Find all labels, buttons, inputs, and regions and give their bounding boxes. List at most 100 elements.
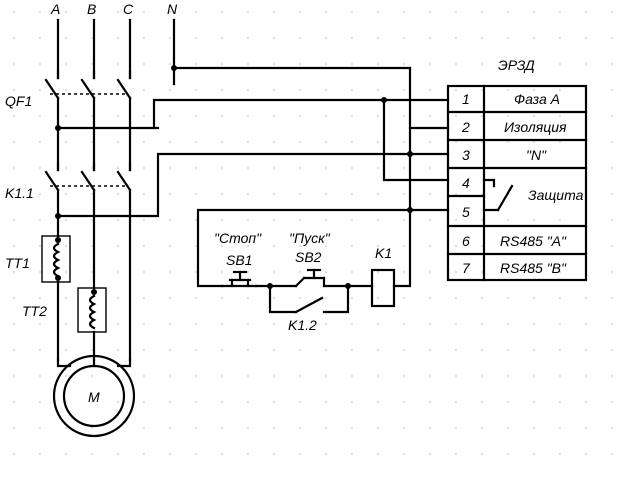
grid-dot	[169, 297, 171, 299]
grid-dot	[13, 219, 15, 221]
grid-dot	[377, 167, 379, 169]
grid-dot	[221, 219, 223, 221]
grid-dot	[377, 427, 379, 429]
grid-dot	[585, 63, 587, 65]
grid-dot	[533, 375, 535, 377]
grid-dot	[403, 401, 405, 403]
grid-dot	[91, 115, 93, 117]
grid-dot	[273, 453, 275, 455]
grid-dot	[13, 115, 15, 117]
grid-dot	[39, 89, 41, 91]
grid-dot	[117, 219, 119, 221]
grid-dot	[377, 297, 379, 299]
grid-dot	[507, 37, 509, 39]
grid-dot	[377, 115, 379, 117]
grid-dot	[143, 427, 145, 429]
grid-dot	[39, 323, 41, 325]
grid-dot	[195, 11, 197, 13]
grid-dot	[403, 323, 405, 325]
grid-dot	[91, 323, 93, 325]
grid-dot	[611, 349, 613, 351]
motor-label: M	[88, 389, 100, 405]
grid-dot	[585, 375, 587, 377]
grid-dot	[65, 11, 67, 13]
grid-dot	[247, 193, 249, 195]
grid-dot	[65, 89, 67, 91]
grid-dot	[403, 349, 405, 351]
relay-erzd: ЭРЗД 1 Фаза А 2 Изоляция 3 "N" 4 5 6 RS4…	[446, 57, 588, 282]
grid-dot	[195, 37, 197, 39]
grid-dot	[39, 375, 41, 377]
grid-dot	[117, 115, 119, 117]
grid-dot	[351, 89, 353, 91]
grid-dot	[221, 193, 223, 195]
grid-dot	[325, 141, 327, 143]
grid-dot	[39, 37, 41, 39]
grid-dot	[481, 37, 483, 39]
grid-dot	[65, 375, 67, 377]
grid-dot	[533, 89, 535, 91]
grid-dot	[65, 37, 67, 39]
grid-dot	[611, 323, 613, 325]
phase-b-wire	[80, 18, 96, 362]
ct-tt2-label: TT2	[22, 303, 47, 319]
coil-k1: K1	[370, 208, 412, 308]
grid-dot	[65, 141, 67, 143]
phase-c-label: C	[123, 1, 134, 17]
grid-dot	[611, 453, 613, 455]
grid-dot	[221, 453, 223, 455]
terminal-6-num: 6	[462, 233, 470, 249]
grid-dot	[299, 375, 301, 377]
grid-dot	[351, 427, 353, 429]
grid-dot	[299, 401, 301, 403]
grid-dot	[299, 453, 301, 455]
grid-dot	[403, 219, 405, 221]
grid-dot	[273, 141, 275, 143]
grid-dot	[507, 323, 509, 325]
relay-title: ЭРЗД	[498, 57, 535, 73]
grid-dot	[559, 401, 561, 403]
grid-dot	[507, 349, 509, 351]
aux-contact-label: K1.2	[288, 317, 317, 333]
grid-dot	[65, 245, 67, 247]
grid-dot	[325, 323, 327, 325]
grid-dot	[273, 89, 275, 91]
grid-dot	[221, 63, 223, 65]
grid-dot	[39, 245, 41, 247]
grid-dot	[221, 401, 223, 403]
grid-dot	[559, 89, 561, 91]
grid-dot	[65, 349, 67, 351]
grid-dot	[351, 245, 353, 247]
grid-dot	[195, 401, 197, 403]
grid-dot	[403, 115, 405, 117]
grid-dot	[143, 63, 145, 65]
grid-dot	[273, 349, 275, 351]
grid-dot	[195, 271, 197, 273]
grid-dot	[39, 453, 41, 455]
grid-dot	[299, 193, 301, 195]
grid-dot	[299, 89, 301, 91]
grid-dot	[143, 193, 145, 195]
grid-dot	[507, 297, 509, 299]
grid-dot	[481, 89, 483, 91]
terminal-1-num: 1	[462, 91, 470, 107]
grid-dot	[429, 401, 431, 403]
grid-dot	[481, 219, 483, 221]
grid-dot	[143, 37, 145, 39]
grid-dot	[481, 427, 483, 429]
grid-dot	[143, 323, 145, 325]
phase-a-label: A	[50, 1, 60, 17]
grid-dot	[377, 63, 379, 65]
grid-dot	[39, 401, 41, 403]
grid-dot	[221, 37, 223, 39]
grid-dot	[481, 245, 483, 247]
motor: M	[52, 354, 136, 438]
grid-dot	[247, 401, 249, 403]
grid-dot	[117, 245, 119, 247]
grid-dot	[481, 401, 483, 403]
grid-dot	[221, 245, 223, 247]
grid-dot	[195, 63, 197, 65]
grid-dot	[611, 115, 613, 117]
grid-dot	[221, 115, 223, 117]
grid-dot	[65, 167, 67, 169]
